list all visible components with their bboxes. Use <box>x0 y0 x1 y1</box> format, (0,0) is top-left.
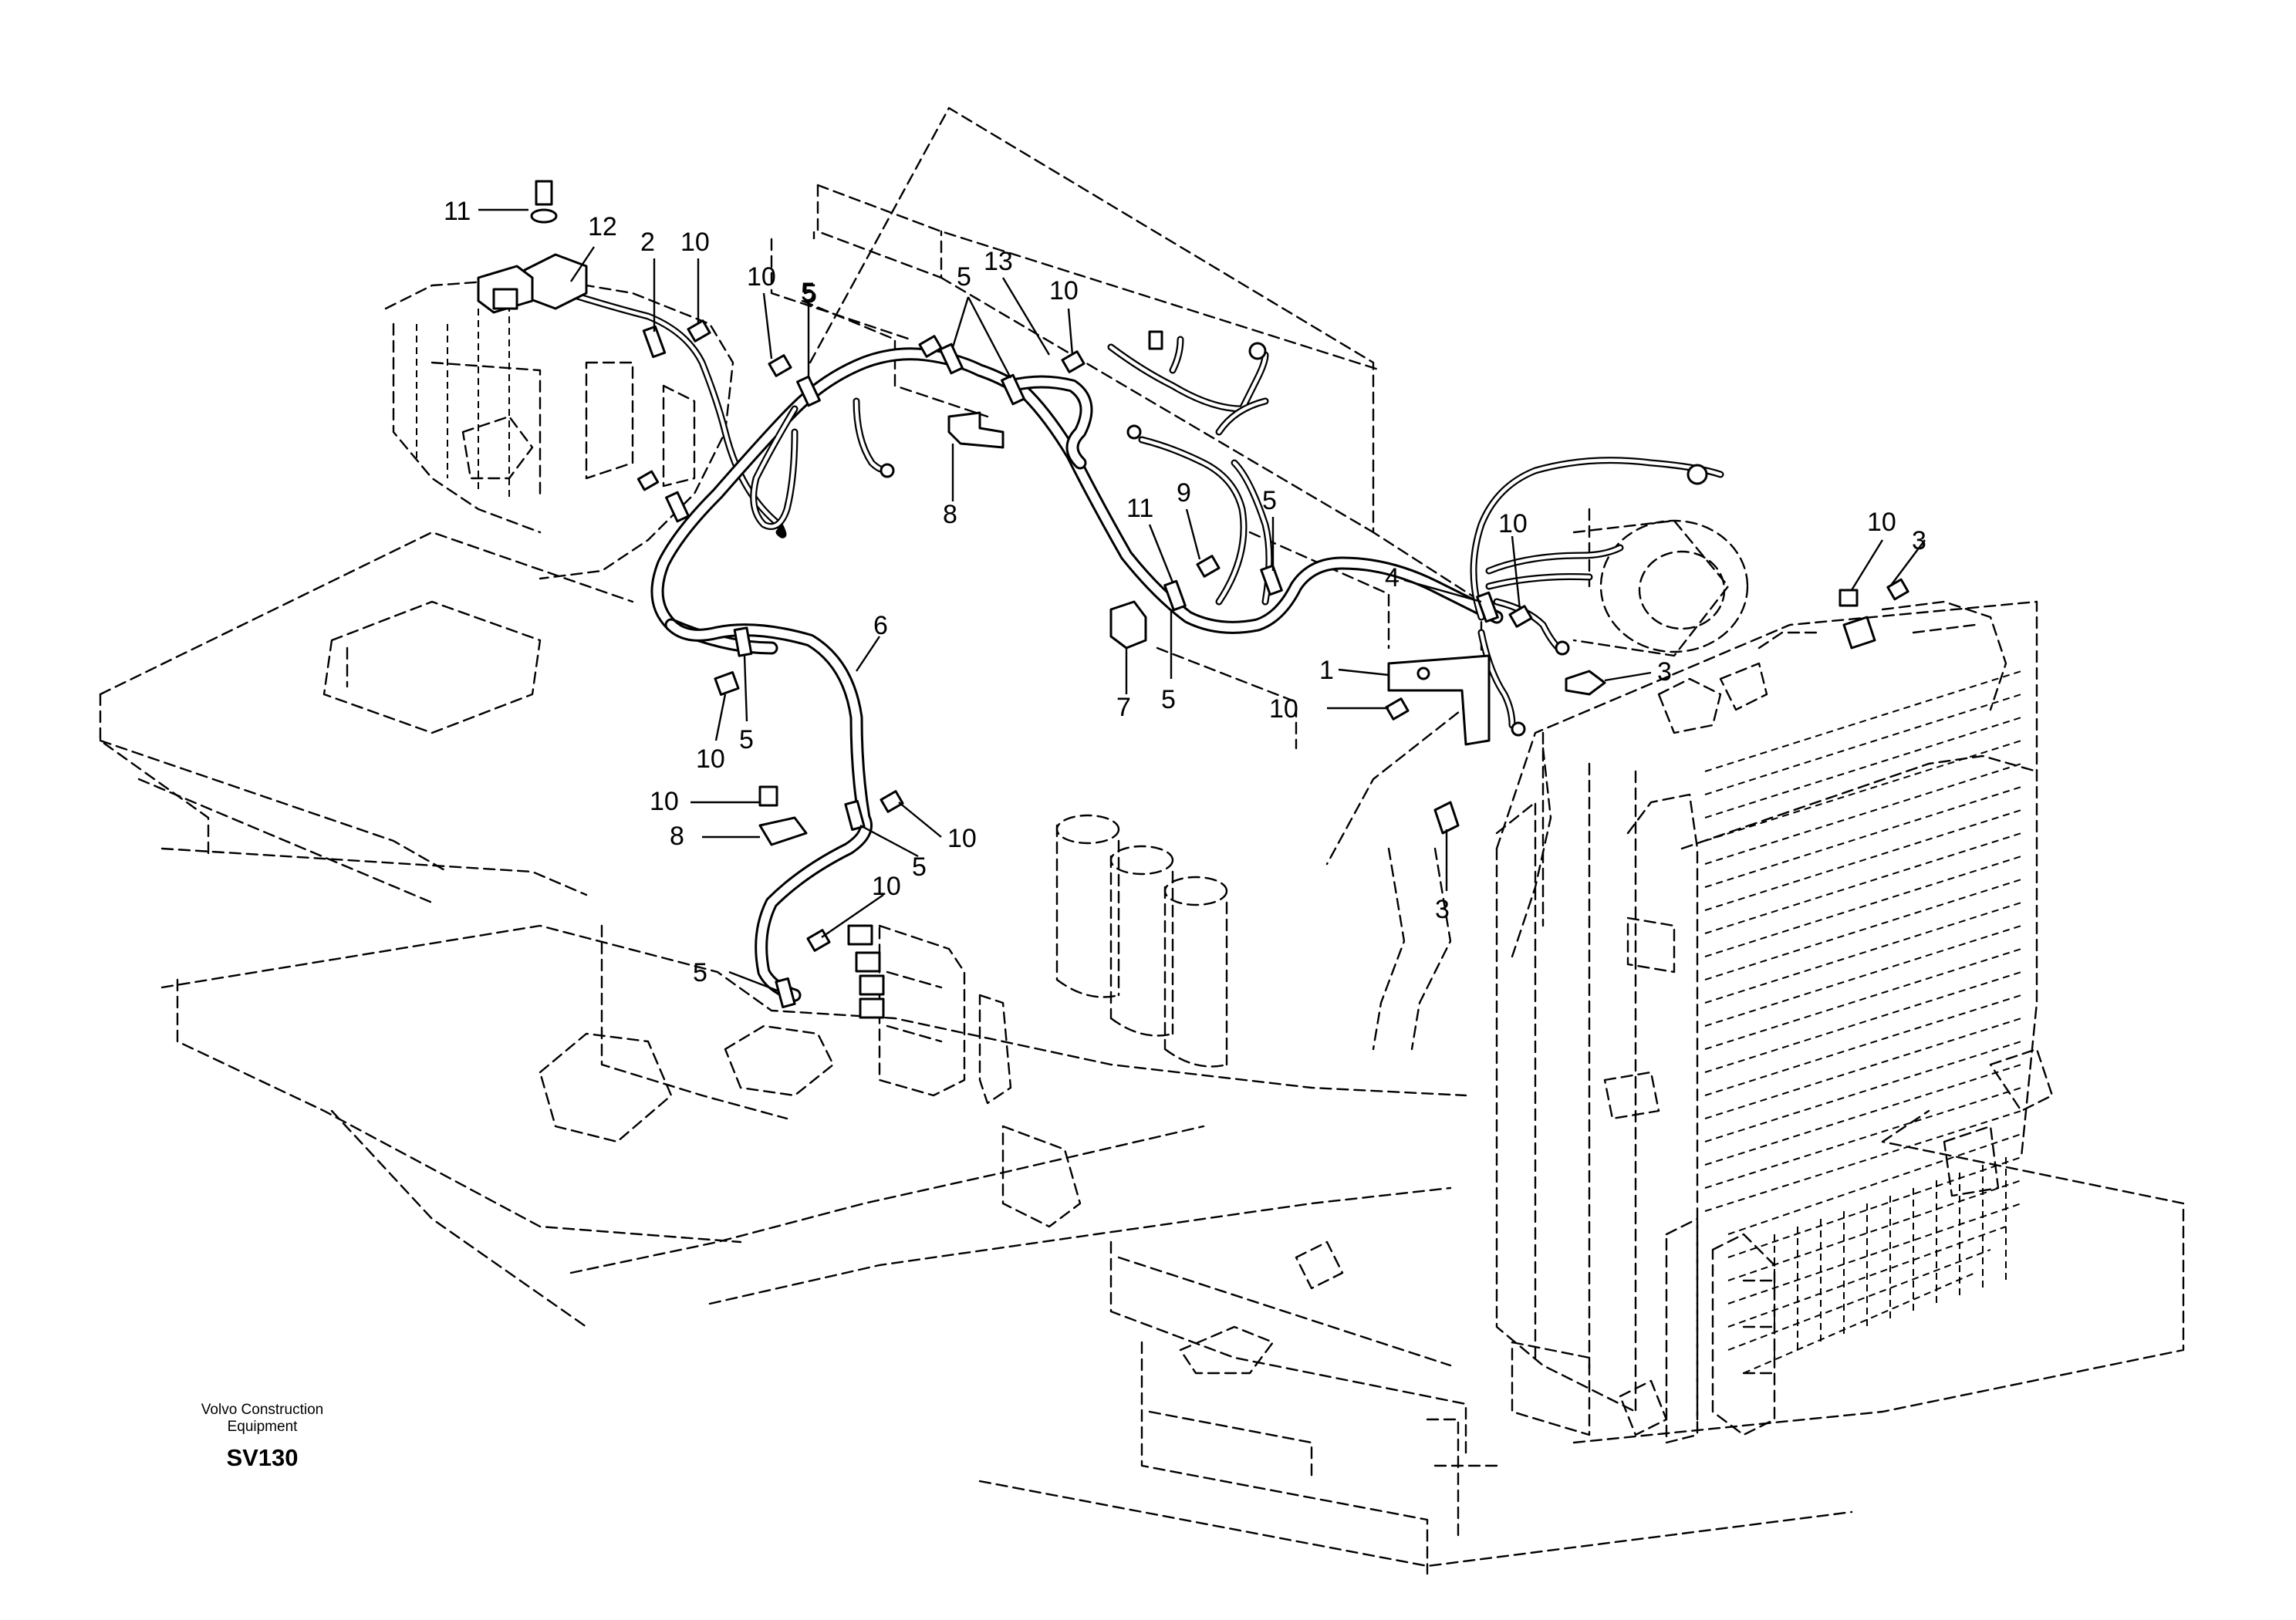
callout-20: 10 <box>1867 508 1896 537</box>
callout-14: 9 <box>1177 478 1191 508</box>
brand-name: Volvo Construction <box>201 1402 324 1418</box>
callout-34: 3 <box>1435 895 1450 924</box>
callout-31: 5 <box>912 852 927 882</box>
callout-7: 5 <box>957 262 971 292</box>
callout-22: 1 <box>1319 656 1334 685</box>
callout-17: 5 <box>1161 685 1176 714</box>
brand-subtitle: Equipment <box>227 1419 298 1435</box>
callout-11: 5 <box>802 279 817 309</box>
wire-harness <box>563 289 1724 1002</box>
callout-13: 11 <box>1126 494 1153 523</box>
machine-outline <box>99 106 2185 1575</box>
hardware-parts <box>477 180 1909 1019</box>
callout-23: 10 <box>1269 694 1298 724</box>
callout-1: 11 <box>444 197 471 226</box>
callout-27: 5 <box>739 725 754 754</box>
callout-8: 13 <box>984 247 1013 276</box>
radiator-assembly <box>1495 600 2054 1444</box>
callout-9: 10 <box>1049 276 1079 305</box>
drawing-code: SV130 <box>226 1444 299 1471</box>
callout-29: 10 <box>947 824 977 853</box>
callout-24: 3 <box>1657 657 1672 687</box>
callout-2: 12 <box>588 212 617 241</box>
callout-30: 8 <box>670 822 684 851</box>
callout-10: 8 <box>943 500 957 529</box>
callout-12: 5 <box>802 279 817 309</box>
callout-4: 10 <box>680 228 710 257</box>
callout-18: 4 <box>1385 563 1400 592</box>
callout-28: 10 <box>650 787 679 816</box>
callout-21: 3 <box>1912 526 1926 555</box>
callout-3: 2 <box>640 228 655 257</box>
clip-group <box>665 343 1499 1008</box>
leader-lines <box>478 208 1926 993</box>
callout-16: 7 <box>1116 693 1131 722</box>
callout-15: 5 <box>1262 486 1277 515</box>
callout-19: 10 <box>1498 509 1528 538</box>
callout-labels: 11 12 2 10 10 5 5 13 10 8 5 5 11 9 5 7 5… <box>444 197 1926 987</box>
callout-6: 5 <box>801 278 815 307</box>
callout-33: 5 <box>693 958 707 987</box>
callout-32: 10 <box>872 872 901 901</box>
bolt-group <box>636 319 1909 952</box>
callout-26: 10 <box>696 744 725 774</box>
callout-5: 10 <box>747 262 776 292</box>
callout-25: 6 <box>873 611 888 640</box>
